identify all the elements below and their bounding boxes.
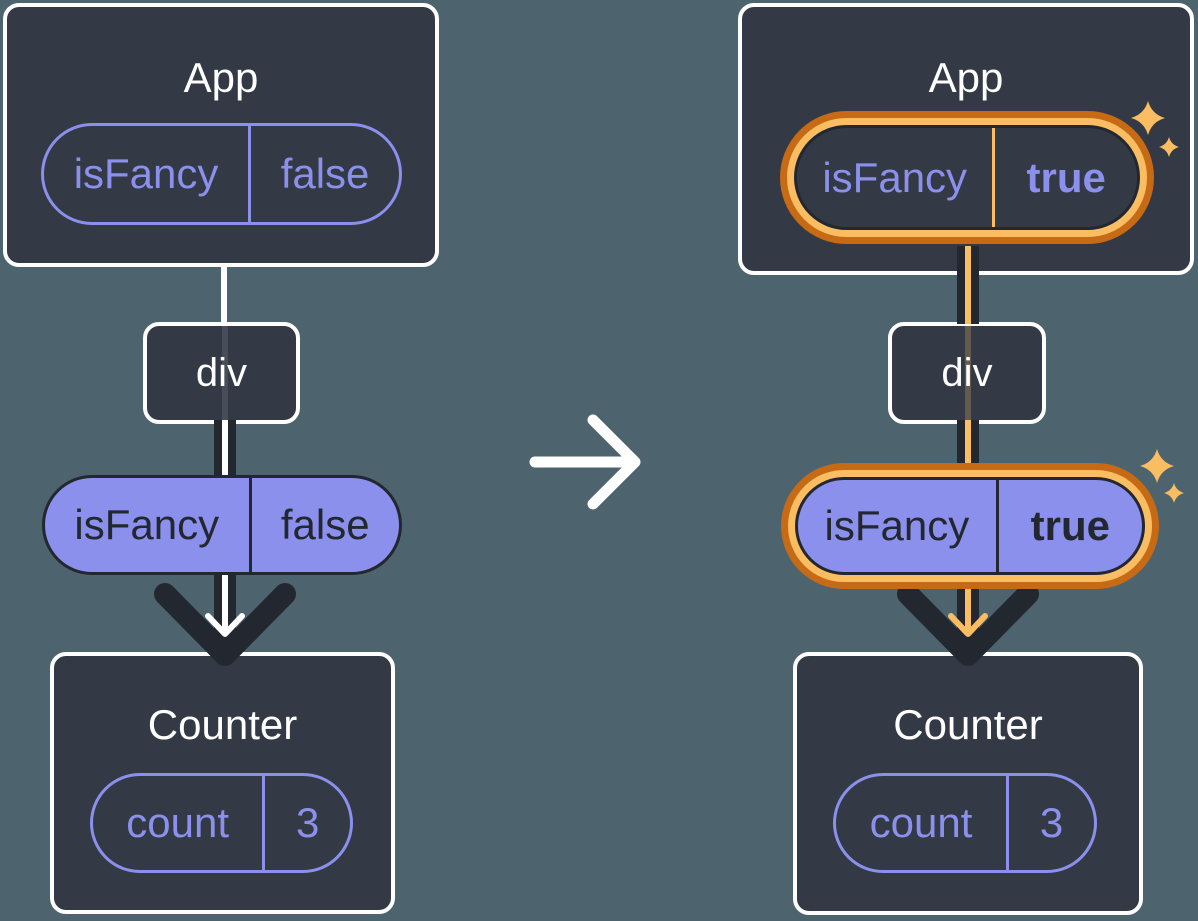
prop-name: isFancy [824, 502, 970, 549]
state-value: false [280, 150, 370, 197]
div-to-prop-core [222, 420, 228, 480]
app-component-box: App isFancy true [738, 3, 1194, 275]
state-value: 3 [295, 799, 320, 846]
app-component-box: App isFancy false [3, 3, 439, 267]
prop-pill: isFancy false [42, 475, 402, 575]
pill-divider [248, 478, 252, 572]
sparkles-icon [1140, 449, 1184, 503]
count-state-pill: count 3 [90, 773, 353, 873]
prop-pill: isFancy true [795, 477, 1145, 575]
arrow-right-icon [529, 414, 641, 510]
app-to-div-line [221, 263, 227, 325]
app-state-pill: isFancy false [41, 123, 402, 225]
counter-component-box: Counter count 3 [50, 652, 395, 914]
prop-name: isFancy [74, 501, 220, 548]
count-state-pill: count 3 [833, 773, 1097, 873]
state-value: true [1026, 153, 1106, 201]
state-name: count [869, 799, 973, 846]
state-value: 3 [1039, 799, 1064, 846]
counter-component-box: Counter count 3 [793, 652, 1143, 915]
state-name: isFancy [73, 150, 219, 197]
highlight-ring: isFancy true [780, 111, 1154, 244]
through-line [965, 326, 971, 420]
pill-divider [262, 776, 266, 870]
counter-title: Counter [893, 701, 1043, 748]
div-node-box: div [143, 322, 300, 424]
pill-divider [1006, 776, 1009, 870]
div-node-box: div [888, 322, 1046, 424]
app-title: App [928, 54, 1004, 101]
prop-flow-arrow-icon [154, 571, 296, 666]
prop-value: true [1030, 502, 1111, 549]
prop-value: false [280, 501, 370, 548]
sparkles-icon [1131, 101, 1179, 157]
app-to-div-core [965, 246, 971, 324]
div-to-prop-core [965, 420, 971, 480]
pill-divider [992, 128, 996, 227]
through-line [222, 326, 228, 420]
state-name: isFancy [822, 153, 968, 201]
counter-title: Counter [147, 701, 298, 748]
div-label: div [195, 350, 248, 395]
state-name: count [126, 799, 230, 846]
highlight-ring: isFancy true [781, 463, 1159, 589]
app-title: App [183, 54, 259, 101]
app-state-pill: isFancy true [794, 125, 1140, 230]
div-label: div [941, 350, 993, 395]
pill-divider [995, 480, 999, 572]
pill-divider [248, 126, 252, 222]
